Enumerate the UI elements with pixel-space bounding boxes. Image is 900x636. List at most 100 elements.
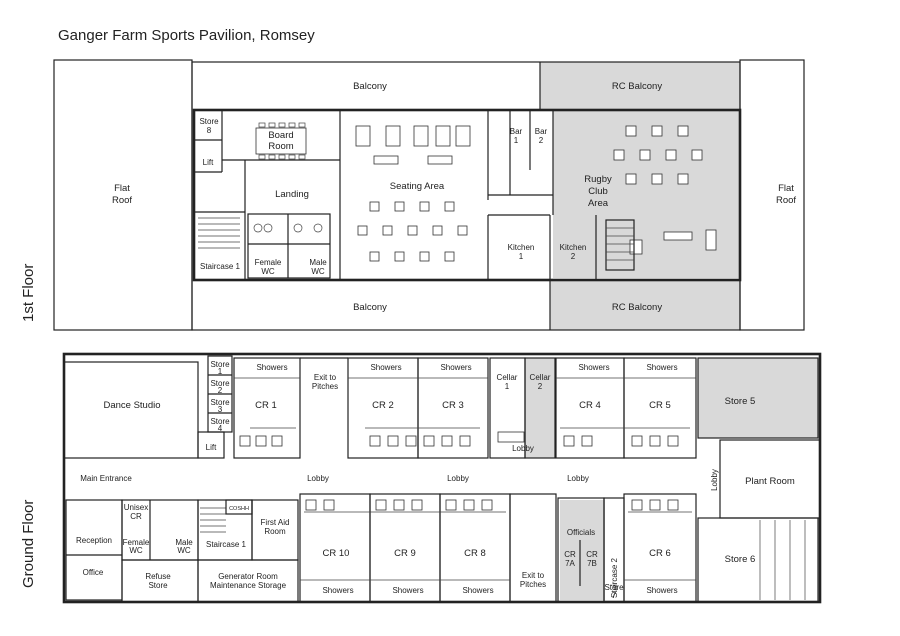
- bar1-label-2: 1: [514, 136, 519, 145]
- balcony-bottom-label: Balcony: [353, 302, 387, 313]
- plant-room-label: Plant Room: [745, 476, 795, 487]
- lift-first-label: Lift: [203, 158, 214, 167]
- rugby-club-label-3: Area: [588, 198, 609, 209]
- rc-balcony-bottom-shade: [550, 280, 740, 330]
- staircase1-first-label: Staircase 1: [200, 262, 241, 271]
- cr1-outline: [233, 357, 301, 459]
- store5-outline: [697, 357, 819, 439]
- female-wc-first-label-2: WC: [261, 267, 275, 276]
- flat-roof-left-label-2: Roof: [112, 195, 132, 206]
- coshh-label: COSHH: [229, 506, 249, 512]
- staircase1-ground-label: Staircase 1: [206, 540, 247, 549]
- rugby-club-shade: [553, 110, 740, 278]
- male-wc-first-label-2: WC: [311, 267, 325, 276]
- lobby-vertical-label: Lobby: [710, 469, 719, 491]
- unisex-label-1: Unisex: [124, 503, 148, 512]
- kitchen1-label-2: 1: [519, 252, 524, 261]
- lobby-mid-label: Lobby: [447, 474, 469, 483]
- cr2-label: CR 2: [372, 400, 394, 411]
- store1-label-2: 1: [218, 367, 223, 376]
- generator-room-label-2: Maintenance Storage: [210, 581, 287, 590]
- first-floor-plan: Balcony RC Balcony Flat Roof Flat Roof S…: [53, 59, 805, 331]
- showers-cr3-label: Showers: [440, 363, 471, 372]
- showers-cr8-label: Showers: [462, 586, 493, 595]
- showers-cr5-label: Showers: [646, 363, 677, 372]
- first-floor-building: [192, 108, 742, 282]
- showers-cr6-label: Showers: [646, 586, 677, 595]
- showers-cr1-label: Showers: [256, 363, 287, 372]
- lobby-right-label: Lobby: [567, 474, 589, 483]
- kitchen2-label-2: 2: [571, 252, 576, 261]
- generator-room-outline: [197, 559, 299, 603]
- seating-area-label: Seating Area: [390, 181, 445, 192]
- officials-label: Officials: [567, 528, 595, 537]
- flat-roof-right-label-1: Flat: [778, 183, 794, 194]
- reception-office-outline: [65, 499, 123, 601]
- store5-label: Store 5: [725, 396, 756, 407]
- store4-label-1: Store: [210, 417, 230, 426]
- refuse-store-label-2: Store: [148, 581, 168, 590]
- rugby-club-label-1: Rugby: [584, 174, 612, 185]
- store1-label-1: Store: [210, 360, 230, 369]
- cr7a-label-1: CR: [564, 550, 576, 559]
- staircase2-label: Staircase 2: [610, 557, 619, 598]
- store7-label-1: Store: [604, 583, 624, 592]
- cr6-outline: [623, 493, 697, 603]
- cr10-label: CR 10: [323, 548, 350, 559]
- board-room-label-2: Room: [268, 141, 293, 152]
- cr6-label: CR 6: [649, 548, 671, 559]
- exit-bottom-outline: [509, 493, 557, 603]
- kitchen2-label-1: Kitchen: [560, 243, 587, 252]
- exit-top-label-1: Exit to: [314, 373, 337, 382]
- store2-label-2: 2: [218, 386, 223, 395]
- flat-roof-right-label-2: Roof: [776, 195, 796, 206]
- female-wc-ground-label-2: WC: [129, 546, 143, 555]
- balcony-top-label: Balcony: [353, 81, 387, 92]
- rc-balcony-bottom-label: RC Balcony: [612, 302, 662, 313]
- cr7a-label-2: 7A: [565, 559, 575, 568]
- cr8-label: CR 8: [464, 548, 486, 559]
- cellar1-label-1: Cellar: [497, 373, 518, 382]
- exit-bottom-label-2: Pitches: [520, 580, 546, 589]
- cr7b-label-2: 7B: [587, 559, 597, 568]
- store8-label-1: Store: [199, 117, 219, 126]
- store2-label-1: Store: [210, 379, 230, 388]
- lobby-left-label: Lobby: [307, 474, 329, 483]
- male-wc-first-label-1: Male: [309, 258, 327, 267]
- showers-cr4-label: Showers: [578, 363, 609, 372]
- ground-floor-plan: Dance Studio Store 1 Store 2 Store 3 Sto…: [62, 352, 822, 604]
- reception-label: Reception: [76, 536, 112, 545]
- cellar2-outline: [524, 357, 556, 459]
- male-wc-ground-label-2: WC: [177, 546, 191, 555]
- cellar1-label-2: 1: [505, 382, 510, 391]
- exit-top-label-2: Pitches: [312, 382, 338, 391]
- board-room-label-1: Board: [268, 130, 293, 141]
- wc-block-first: [247, 213, 331, 279]
- bar1-label-1: Bar: [510, 127, 523, 136]
- store4-label-2: 4: [218, 424, 223, 433]
- landing-label: Landing: [275, 189, 309, 200]
- exit-bottom-label-1: Exit to: [522, 571, 545, 580]
- dance-studio-label: Dance Studio: [103, 400, 160, 411]
- cr5-label: CR 5: [649, 400, 671, 411]
- cr7b-label-1: CR: [586, 550, 598, 559]
- store7-label-2: 7: [612, 591, 617, 600]
- cr1-label: CR 1: [255, 400, 277, 411]
- refuse-store-label-1: Refuse: [145, 572, 171, 581]
- board-table: [255, 127, 307, 155]
- cellar2-label-1: Cellar: [530, 373, 551, 382]
- rc-balcony-top-label: RC Balcony: [612, 81, 662, 92]
- officials-shade: [560, 500, 605, 600]
- rugby-club-label-2: Club: [588, 186, 608, 197]
- unisex-label-2: CR: [130, 512, 142, 521]
- female-wc-first-label-1: Female: [255, 258, 282, 267]
- lobby-cellar-label: Lobby: [512, 444, 534, 453]
- office-label: Office: [83, 568, 104, 577]
- showers-cr9-label: Showers: [392, 586, 423, 595]
- main-entrance-label: Main Entrance: [80, 474, 132, 483]
- bar2-label-2: 2: [539, 136, 544, 145]
- bar2-label-1: Bar: [535, 127, 548, 136]
- showers-cr10-label: Showers: [322, 586, 353, 595]
- cr3-outline: [417, 357, 489, 459]
